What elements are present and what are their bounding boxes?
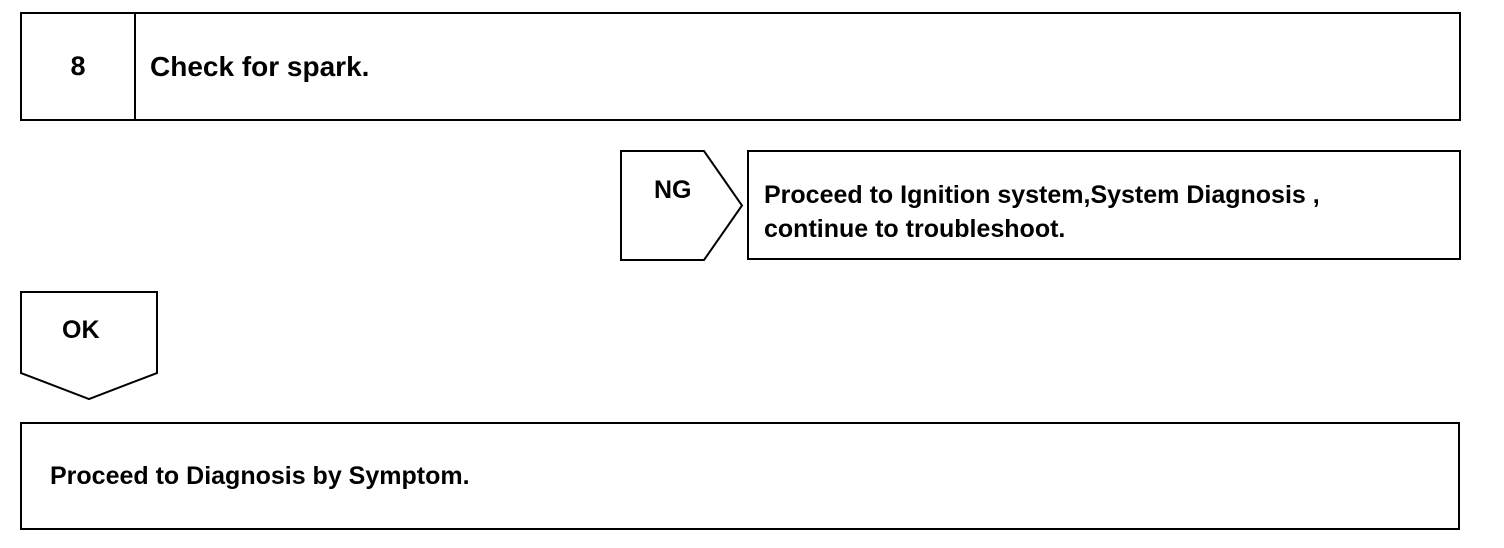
ok-result-text: Proceed to Diagnosis by Symptom. <box>50 461 470 490</box>
step-box: 8 Check for spark. <box>20 12 1461 121</box>
step-title: Check for spark. <box>150 50 370 82</box>
ok-result-box: Proceed to Diagnosis by Symptom. <box>20 422 1460 530</box>
ng-arrow-flag <box>620 150 744 261</box>
ok-label: OK <box>62 316 100 344</box>
ok-arrow-flag <box>20 291 158 401</box>
ng-label: NG <box>654 176 692 204</box>
ng-result-text: Proceed to Ignition system,System Diagno… <box>764 181 1320 243</box>
step-number: 8 <box>22 14 136 119</box>
ng-result-box: Proceed to Ignition system,System Diagno… <box>747 150 1461 260</box>
